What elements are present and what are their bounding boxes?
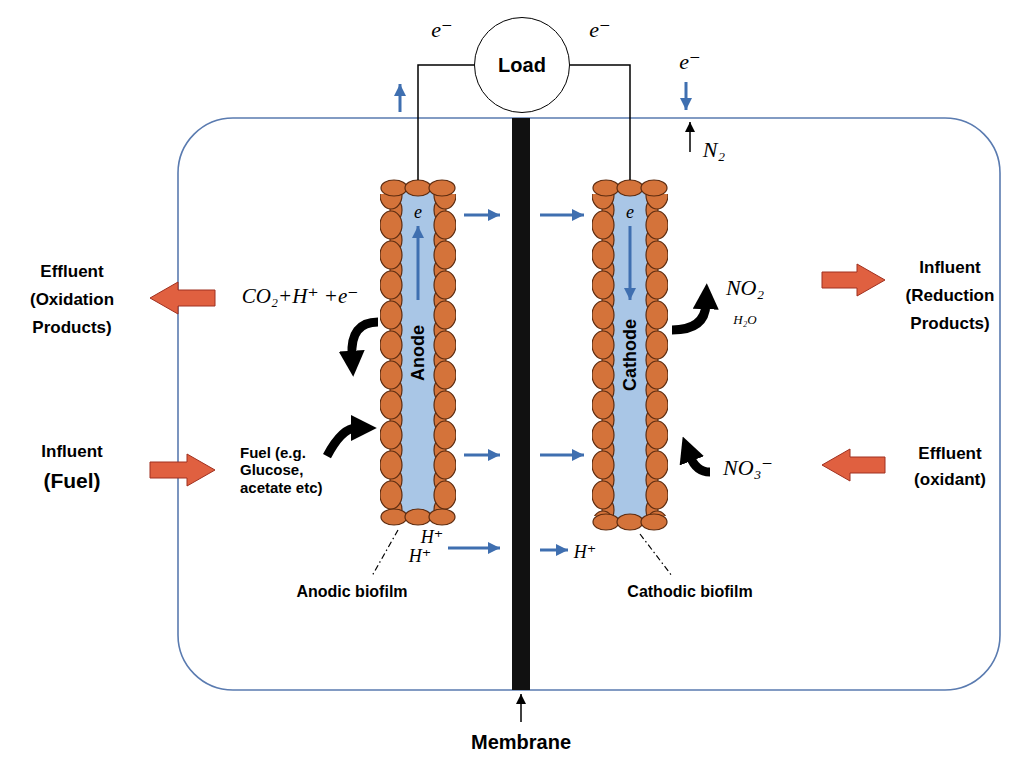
electron-symbol: e⁻	[679, 49, 700, 74]
electron-flow-arrow	[417, 226, 420, 300]
load-label: Load	[498, 54, 546, 77]
bacterium-cell	[429, 180, 455, 196]
flow-label: Effluent (oxidant)	[898, 441, 1002, 492]
electron-symbol: e⁻	[431, 17, 452, 42]
gas-arrow	[689, 122, 691, 152]
proton-flow-arrow	[464, 454, 500, 457]
flow-arrow	[150, 282, 215, 314]
fuel-label: Fuel (e.g. Glucose, acetate etc)	[240, 444, 352, 496]
proton-symbol: H⁺	[409, 546, 432, 567]
flow-label: Influent	[41, 442, 102, 462]
biofilm	[380, 194, 456, 511]
load-circle: Load	[474, 17, 570, 113]
electron-flow-arrow	[629, 226, 632, 300]
flow-label: Effluent (Oxidation Products)	[22, 258, 122, 342]
reaction-arrow	[690, 456, 710, 472]
membrane-bar	[512, 118, 530, 690]
flow-arrow	[822, 449, 885, 481]
bacterium-cell	[593, 180, 619, 196]
biofilm-label: Anodic biofilm	[296, 583, 407, 601]
electron-symbol: e	[626, 202, 634, 223]
oxidant-formula: NO₃⁻	[723, 455, 773, 480]
leader-line	[640, 534, 672, 576]
reduction-formula: NO₂	[726, 275, 764, 300]
reaction-arrow	[672, 304, 706, 330]
bacterium-cell	[617, 180, 643, 196]
bacterium-cell	[381, 509, 407, 525]
electrode-label: Anode	[408, 325, 429, 381]
cell-housing	[178, 118, 1000, 690]
flow-label: Influent (Reduction Products)	[898, 254, 1002, 338]
electron-flow-arrow	[399, 84, 402, 112]
bacterium-cell	[429, 509, 455, 525]
electrode-label: Cathode	[620, 319, 641, 391]
bacterium-cell	[593, 514, 619, 530]
flow-arrow	[150, 454, 215, 486]
proton-flow-arrow	[464, 214, 500, 217]
reduction-formula: H₂O	[733, 313, 756, 328]
flow-label: (Fuel)	[43, 469, 100, 493]
electron-symbol: e	[414, 202, 422, 223]
leader-arrow	[520, 694, 522, 722]
bacterium-cell	[641, 180, 667, 196]
proton-flow-arrow	[540, 454, 584, 457]
cathode-electrode-art	[592, 180, 668, 530]
anode-electrode-art	[380, 180, 456, 525]
biofilm-label: Cathodic biofilm	[627, 583, 752, 601]
cathode-electrode: Cathode	[592, 180, 668, 530]
proton-symbol: H⁺	[574, 542, 597, 563]
wire	[418, 65, 474, 180]
proton-symbol: H⁺	[421, 527, 444, 548]
membrane-label: Membrane	[471, 731, 571, 754]
reaction-arrow	[327, 428, 356, 456]
biofilm	[592, 194, 668, 516]
leader-line	[372, 530, 398, 576]
electron-symbol: e⁻	[589, 17, 610, 42]
reaction-arrow	[352, 322, 378, 356]
gas-formula: N₂	[703, 137, 725, 162]
bacterium-cell	[617, 514, 643, 530]
proton-flow-arrow	[448, 547, 500, 550]
flow-arrow	[822, 264, 885, 296]
bacterium-cell	[381, 180, 407, 196]
bacterium-cell	[405, 509, 431, 525]
oxidation-products-formula: CO₂+H⁺ +e⁻	[242, 284, 359, 308]
electron-flow-arrow	[685, 82, 688, 110]
proton-flow-arrow	[540, 549, 568, 552]
bacterium-cell	[641, 514, 667, 530]
wire	[570, 65, 630, 180]
bacterium-cell	[405, 180, 431, 196]
proton-flow-arrow	[540, 214, 584, 217]
anode-electrode: Anode	[380, 180, 456, 525]
